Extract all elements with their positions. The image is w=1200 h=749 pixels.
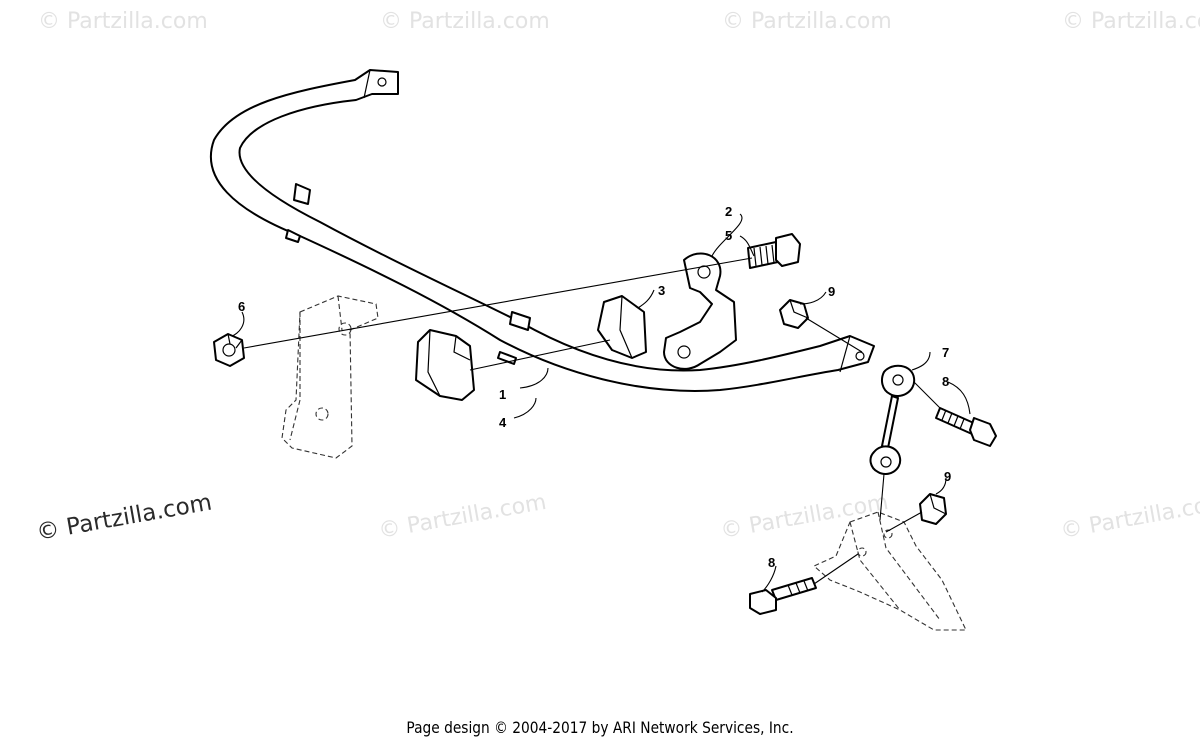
callout-8-upper: 8 [942,374,949,389]
callout-8-lower: 8 [768,555,775,570]
bolt-part-5 [747,233,801,269]
watermark-group: © Partzilla.com © Partzilla.com © Partzi… [35,9,1200,546]
callout-3: 3 [658,283,665,298]
watermark-text: © Partzilla.com [722,9,892,34]
left-frame-bracket [281,295,379,459]
watermark-text: © Partzilla.com [380,9,550,34]
watermark-text: © Partzilla.com [1059,490,1200,544]
callout-2: 2 [725,204,732,219]
callout-7: 7 [942,345,949,360]
bolt-part-8-upper [935,407,997,447]
callout-9-lower: 9 [944,469,951,484]
callout-leaders [231,213,971,593]
callout-labels: 1 2 3 4 5 6 7 8 8 9 9 [238,204,951,570]
watermark-text: © Partzilla.com [38,9,208,34]
nut-part-6 [213,333,245,367]
callout-6: 6 [238,299,245,314]
bolt-part-8-lower [749,577,817,615]
watermark-text: © Partzilla.com [719,490,891,544]
link-rod-part-7 [869,364,916,476]
watermark-text: © Partzilla.com [377,490,549,544]
assembly-lines [243,257,941,585]
stabilizer-bar [209,69,875,392]
bushing-part-4 [415,329,475,401]
callout-9-upper: 9 [828,284,835,299]
bushing-part-3 [597,295,647,359]
callout-5: 5 [725,228,732,243]
watermark-text: © Partzilla.com [1062,9,1200,34]
clamp-bracket-part-2 [663,252,737,370]
callout-4: 4 [499,415,507,430]
footer-copyright: Page design © 2004-2017 by ARI Network S… [406,718,794,737]
nut-part-9-upper [779,299,809,329]
callout-1: 1 [499,387,506,402]
watermark-main-text: © Partzilla.com [35,489,214,545]
nut-part-9-lower [919,493,947,525]
